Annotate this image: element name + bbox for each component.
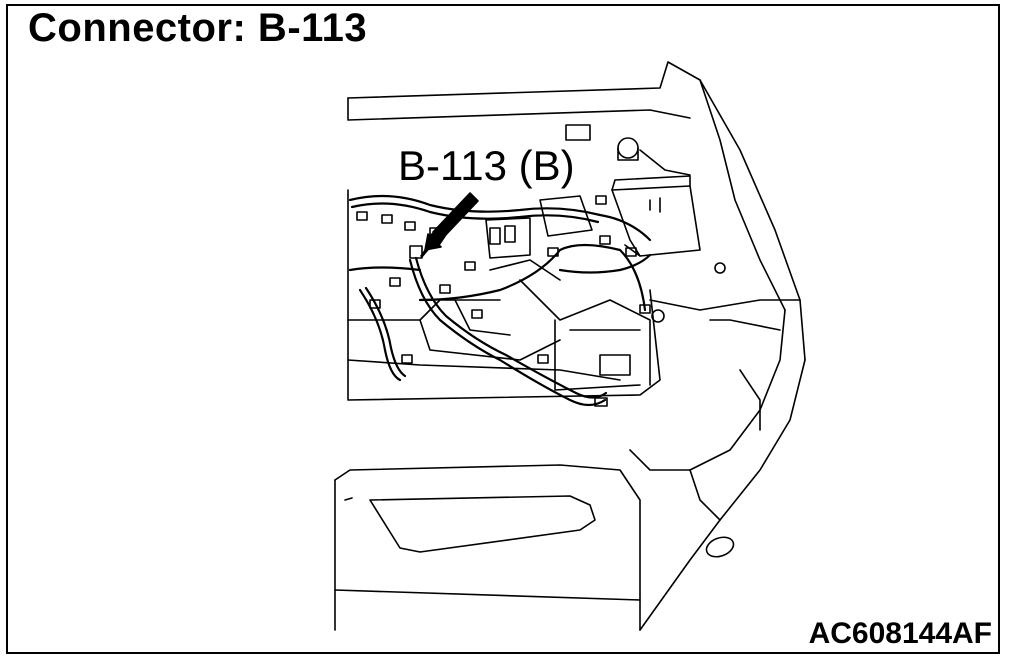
engine-bay-structure [347,189,661,401]
callout-arrow [420,192,479,258]
connector-b113 [409,245,423,259]
figure-title: Connector: B-113 [28,6,368,50]
hood-outline [347,61,806,361]
figure-frame [6,4,1000,654]
harness-connectors [356,195,726,407]
connector-callout-label: B-113 (B) [398,142,575,189]
relay-box [485,124,639,259]
bumper-outline [334,464,641,631]
wiring-harness [348,194,652,407]
figure-id: AC608144AF [808,617,992,650]
fender-outline [629,299,806,631]
battery-box [611,175,701,257]
